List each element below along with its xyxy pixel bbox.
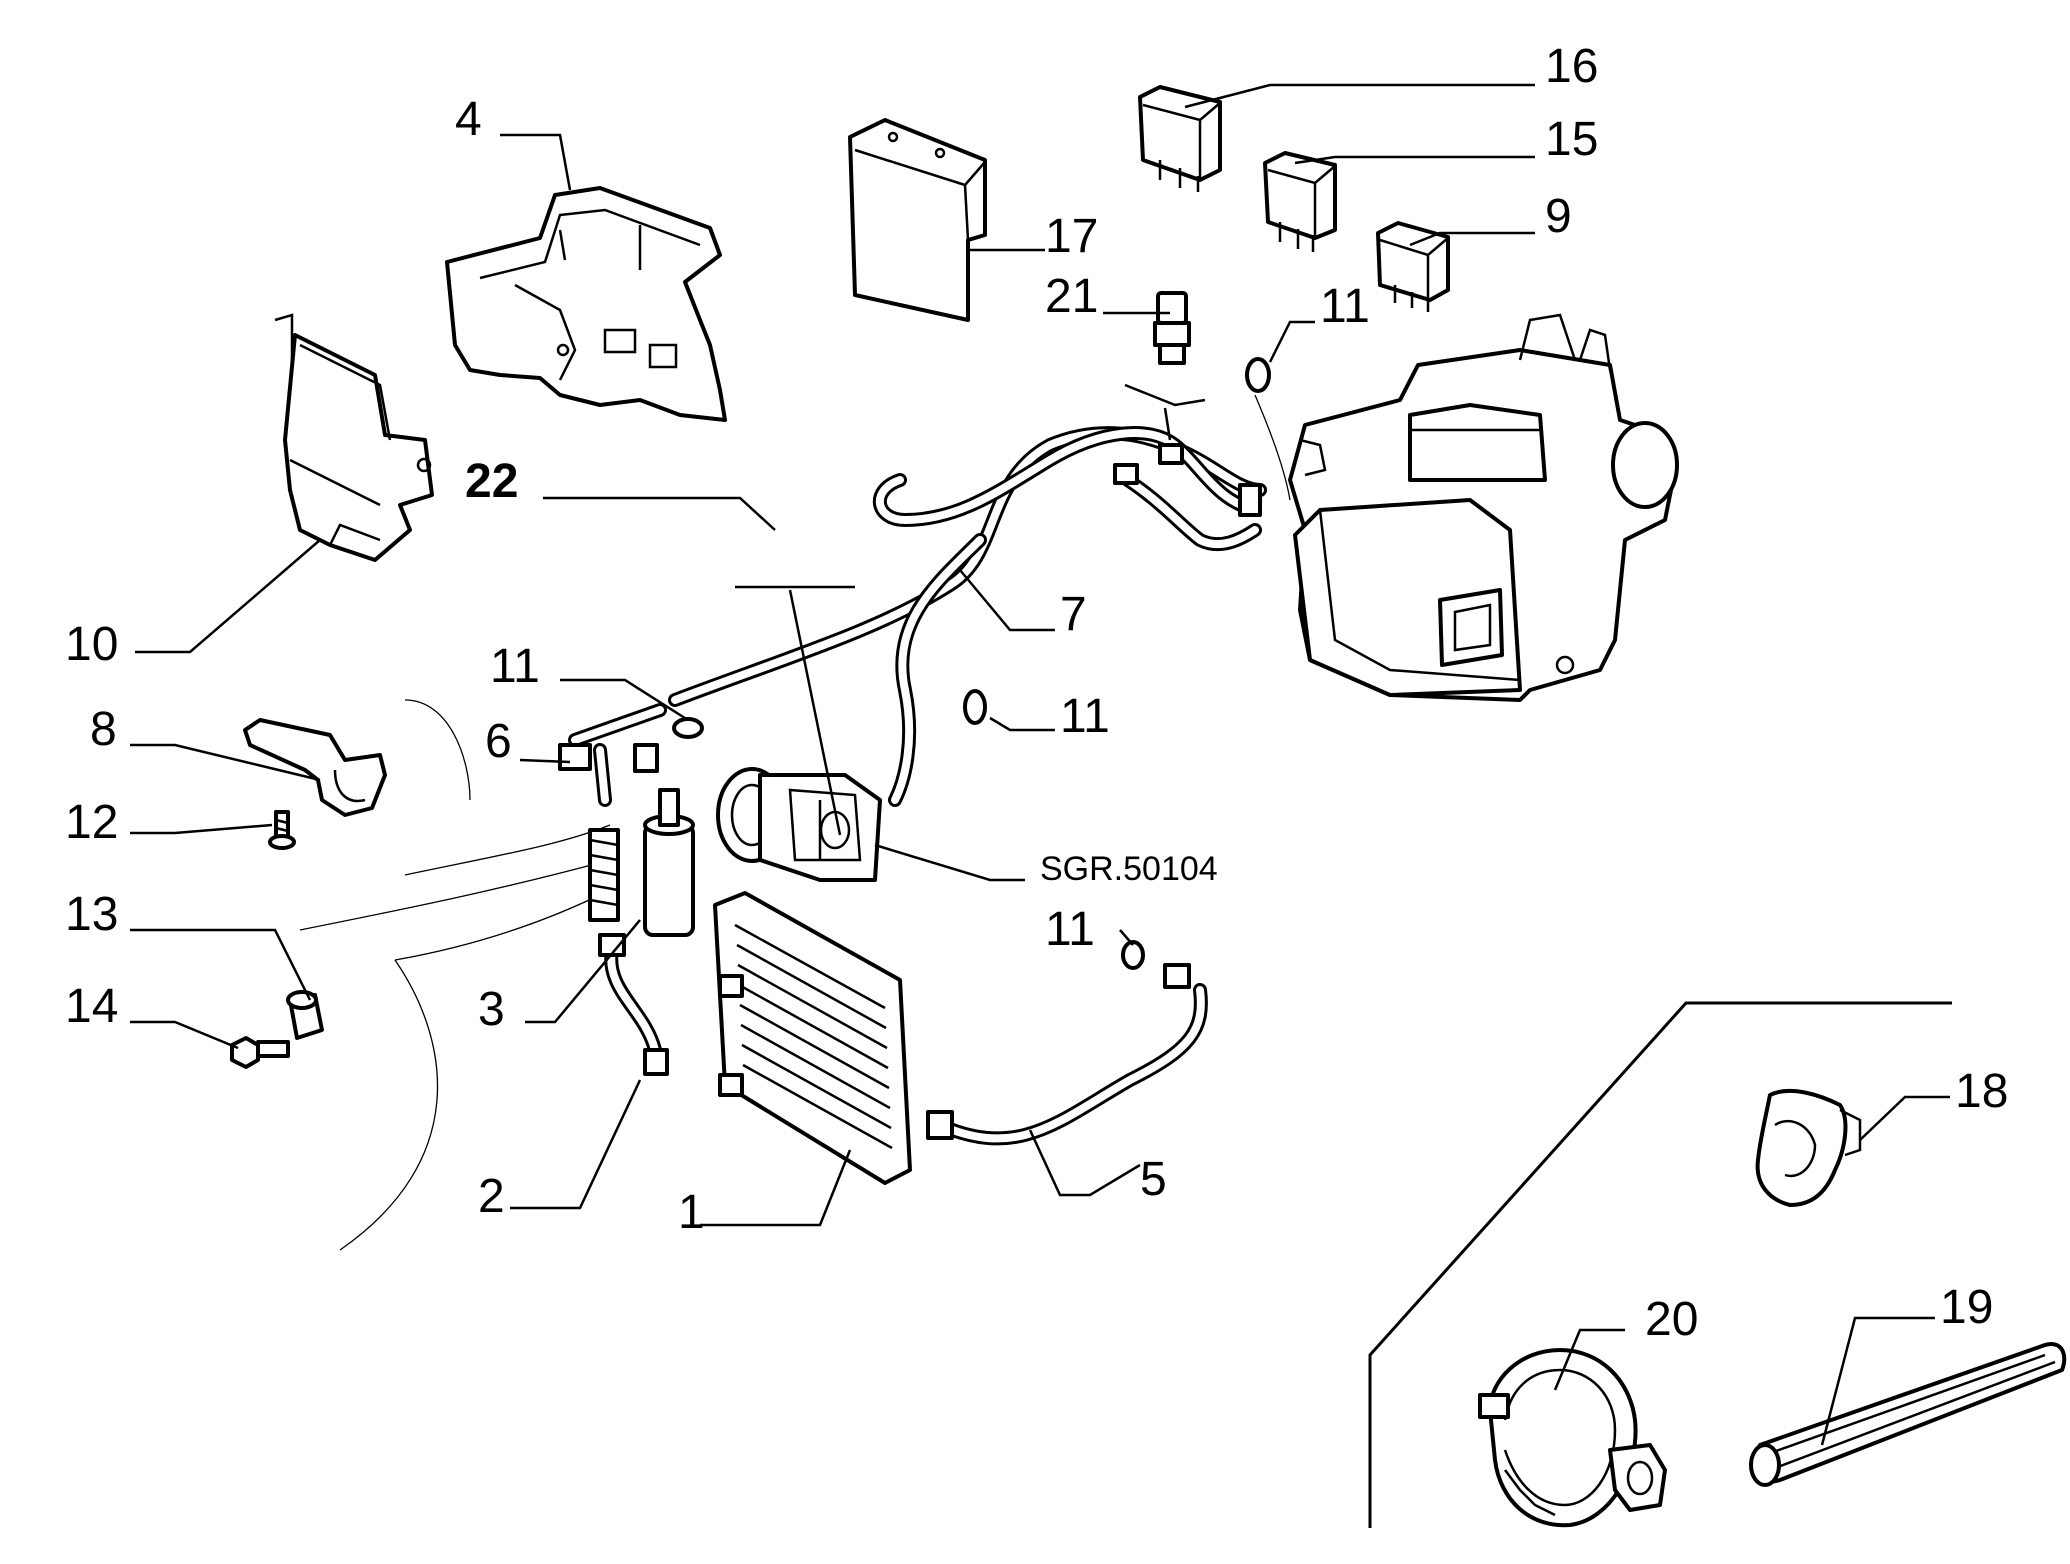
seal-ring-part-11-left: [672, 717, 704, 739]
callout-2: 2: [478, 1170, 505, 1223]
callout-17: 17: [1045, 210, 1098, 263]
relay-part-16: [1138, 85, 1222, 192]
callout-11-left: 11: [490, 640, 540, 693]
module-box-part-17: [848, 118, 987, 322]
callout-1: 1: [678, 1186, 705, 1239]
callout-13: 13: [65, 888, 118, 941]
callout-18: 18: [1955, 1065, 2008, 1118]
callout-6: 6: [485, 715, 512, 768]
condenser-part-1: [713, 891, 912, 1185]
relay-part-9: [1376, 221, 1450, 312]
callout-22: 22: [465, 455, 518, 508]
edge-trim-part-19: [1749, 1342, 2067, 1487]
bolt-part-12: [268, 810, 296, 850]
callout-15: 15: [1545, 113, 1598, 166]
bushing-part-13: [286, 990, 324, 1040]
bracket-part-4: [445, 186, 727, 422]
leader-lines: [130, 83, 1950, 1446]
pressure-switch-part-21: [1153, 291, 1191, 365]
seal-ring-part-11-mid: [963, 689, 987, 725]
seal-ring-part-11-lower: [1121, 940, 1145, 970]
callout-12: 12: [65, 796, 118, 849]
callout-20: 20: [1645, 1293, 1698, 1346]
callout-7: 7: [1060, 588, 1087, 641]
section-divider-line: [1368, 1001, 1952, 1528]
callout-8: 8: [90, 703, 117, 756]
callout-labels: 16 15 9 4 17 21 11 22 7 10 11 8 6 11 12 …: [65, 40, 2008, 1346]
control-unit-part-10: [274, 313, 434, 562]
clip-part-18: [1755, 1088, 1862, 1207]
callout-11-mid: 11: [1060, 690, 1110, 743]
seal-ring-part-11-top: [1245, 357, 1271, 393]
callout-3: 3: [478, 983, 505, 1036]
hose-clamp-part-20: [1478, 1348, 1667, 1528]
callout-19: 19: [1940, 1281, 1993, 1334]
callout-9: 9: [1545, 190, 1572, 243]
relay-part-15: [1263, 151, 1337, 252]
callout-14: 14: [65, 980, 118, 1033]
heater-housing-unit: [1288, 313, 1679, 702]
callout-11-lower: 11: [1045, 903, 1095, 956]
callout-11-top: 11: [1320, 280, 1370, 333]
bolt-part-14: [230, 1036, 290, 1069]
pipe-fitting-part-6: [558, 703, 667, 807]
pipe-part-5: [926, 963, 1208, 1146]
callout-4: 4: [455, 93, 482, 146]
compressor-unit: [716, 767, 882, 882]
clip-bracket-part-8: [243, 718, 387, 817]
receiver-drier-part-3: [588, 788, 695, 937]
hose-assembly-part-7: [668, 383, 1267, 807]
callout-10: 10: [65, 618, 118, 671]
callout-21: 21: [1045, 270, 1098, 323]
ghost-outlines: [299, 394, 1291, 1251]
callout-16: 16: [1545, 40, 1598, 93]
callout-5: 5: [1140, 1153, 1167, 1206]
diagram-reference-code: SGR.50104: [1040, 850, 1218, 888]
